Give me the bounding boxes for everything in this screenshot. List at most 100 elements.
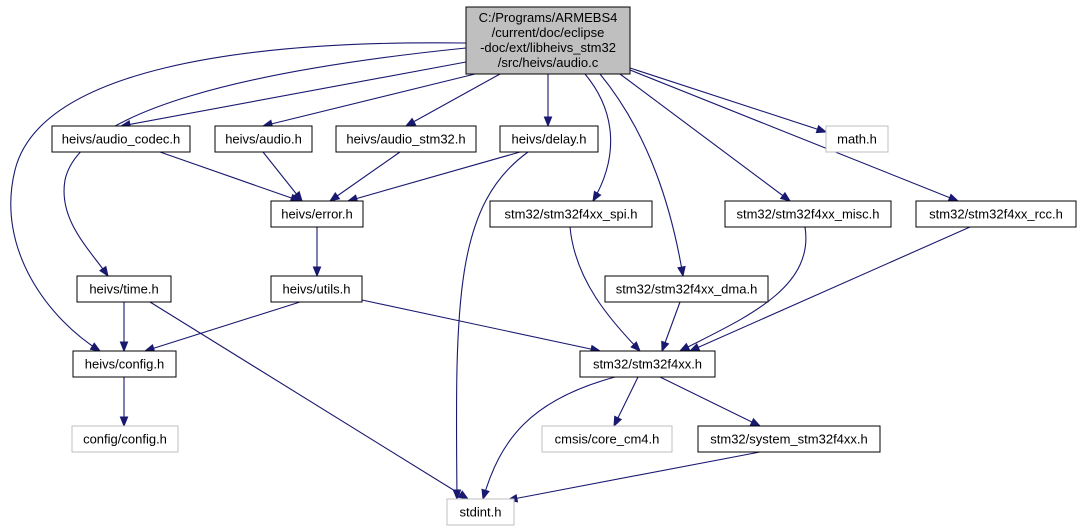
node-label: heivs/error.h xyxy=(281,207,353,222)
node-audio-h[interactable]: heivs/audio.h xyxy=(214,125,313,153)
node-misc[interactable]: stm32/stm32f4xx_misc.h xyxy=(724,200,892,228)
edge-config-to-config-config xyxy=(119,377,129,428)
nodes-layer: C:/Programs/ARMEBS4 /current/doc/eclipse… xyxy=(51,6,1077,526)
node-box xyxy=(915,200,1077,228)
node-config-config: config/config.h xyxy=(71,425,179,453)
edge-arrowhead xyxy=(404,117,417,127)
edge-arrowhead xyxy=(89,342,102,352)
node-label: heivs/delay.h xyxy=(512,132,587,147)
node-box xyxy=(499,125,599,153)
edge-line xyxy=(455,151,529,500)
edge-root-to-rcc xyxy=(629,69,960,202)
edges-layer xyxy=(10,42,971,503)
edge-line xyxy=(599,73,684,277)
edge-line xyxy=(584,73,612,202)
node-utils[interactable]: heivs/utils.h xyxy=(270,275,363,303)
edge-root-to-math xyxy=(629,67,828,134)
node-box xyxy=(604,275,769,303)
node-box xyxy=(446,498,515,526)
edge-line xyxy=(482,376,616,500)
node-box xyxy=(697,425,881,453)
edge-stm32f4xx-to-core-cm4 xyxy=(613,376,639,428)
edge-arrowhead xyxy=(452,489,462,501)
edge-arrowhead xyxy=(630,341,641,352)
edge-utils-to-stm32f4xx xyxy=(361,299,602,354)
edge-root-to-audio-stm32 xyxy=(404,73,501,127)
node-error[interactable]: heivs/error.h xyxy=(270,200,364,228)
edge-root-to-time xyxy=(63,47,467,278)
edge-arrowhead xyxy=(328,191,341,202)
node-spi[interactable]: stm32/stm32f4xx_spi.h xyxy=(489,200,653,228)
node-stdint: stdint.h xyxy=(446,498,515,526)
edge-arrowhead xyxy=(779,191,792,202)
node-config[interactable]: heivs/config.h xyxy=(72,350,177,378)
node-label: math.h xyxy=(837,132,877,147)
edge-audio-codec-to-error xyxy=(159,151,302,202)
edge-time-to-config xyxy=(119,302,129,353)
node-box xyxy=(724,200,892,228)
node-box xyxy=(71,425,179,453)
node-audio-codec[interactable]: heivs/audio_codec.h xyxy=(51,125,191,153)
node-box xyxy=(541,425,673,453)
node-audio-stm32[interactable]: heivs/audio_stm32.h xyxy=(335,125,477,153)
edge-line xyxy=(63,47,467,277)
node-stm32f4xx[interactable]: stm32/stm32f4xx.h xyxy=(579,350,716,378)
node-dma[interactable]: stm32/stm32f4xx_dma.h xyxy=(604,275,769,303)
edge-line xyxy=(120,61,467,127)
edge-arrowhead xyxy=(119,416,129,428)
node-box xyxy=(51,125,191,153)
node-delay[interactable]: heivs/delay.h xyxy=(499,125,599,153)
node-label: cmsis/core_cm4.h xyxy=(555,432,660,447)
node-label: stm32/stm32f4xx.h xyxy=(593,357,702,372)
edge-arrowhead xyxy=(678,342,691,352)
node-label: stm32/stm32f4xx_rcc.h xyxy=(929,207,1063,222)
node-box xyxy=(72,350,177,378)
node-box xyxy=(825,125,889,153)
edge-arrowhead xyxy=(119,341,129,353)
edge-arrowhead xyxy=(613,415,623,428)
root-title-line-3: -doc/ext/libheivs_stm32 xyxy=(480,40,616,55)
edge-line xyxy=(629,69,959,202)
node-system[interactable]: stm32/system_stm32f4xx.h xyxy=(697,425,881,453)
edge-arrowhead xyxy=(457,490,470,500)
node-time[interactable]: heivs/time.h xyxy=(76,275,172,303)
edge-line xyxy=(619,73,791,202)
edge-line xyxy=(347,151,521,202)
edge-line xyxy=(144,301,301,352)
node-root-audio-c[interactable]: C:/Programs/ARMEBS4 /current/doc/eclipse… xyxy=(465,6,631,75)
node-label: heivs/audio_stm32.h xyxy=(346,132,465,147)
node-core-cm4: cmsis/core_cm4.h xyxy=(541,425,673,453)
edge-error-to-utils xyxy=(312,227,322,278)
root-title-line-4: /src/heivs/audio.c xyxy=(498,55,599,70)
node-label: heivs/audio_codec.h xyxy=(62,132,181,147)
node-label: heivs/utils.h xyxy=(283,282,351,297)
root-title-line-2: /current/doc/eclipse xyxy=(492,25,605,40)
edge-line xyxy=(361,299,601,352)
edge-root-to-audio-h xyxy=(261,73,476,128)
edge-root-to-spi xyxy=(584,73,612,203)
edge-line xyxy=(569,226,641,352)
edge-arrowhead xyxy=(543,116,553,128)
node-label: heivs/config.h xyxy=(85,357,165,372)
edge-arrowhead xyxy=(815,124,828,134)
node-label: heivs/audio.h xyxy=(225,132,302,147)
edge-arrowhead xyxy=(661,340,670,353)
edge-stm32f4xx-to-system xyxy=(659,376,762,427)
node-label: stdint.h xyxy=(460,505,502,520)
edge-dma-to-stm32f4xx xyxy=(661,301,681,353)
node-label: stm32/stm32f4xx_spi.h xyxy=(505,207,638,222)
root-title-line-1: C:/Programs/ARMEBS4 xyxy=(479,10,618,25)
node-box xyxy=(76,275,172,303)
edge-line xyxy=(507,451,761,501)
edge-line xyxy=(10,42,467,352)
edge-arrowhead xyxy=(99,265,109,278)
edge-line xyxy=(689,226,971,352)
node-rcc[interactable]: stm32/stm32f4xx_rcc.h xyxy=(915,200,1077,228)
node-label: heivs/time.h xyxy=(89,282,158,297)
node-box xyxy=(335,125,477,153)
edge-arrowhead xyxy=(677,265,686,278)
edge-arrowhead xyxy=(312,266,322,278)
edge-root-to-dma xyxy=(599,73,686,278)
edge-root-to-misc xyxy=(619,73,792,202)
node-box xyxy=(579,350,716,378)
